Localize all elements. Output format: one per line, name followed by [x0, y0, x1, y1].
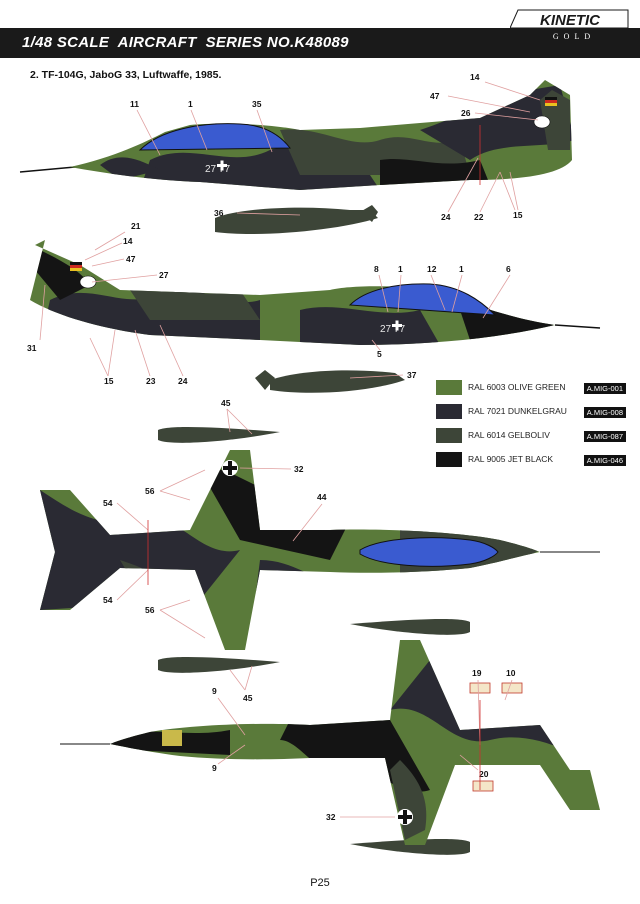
legend-code: A.MIG-008	[583, 407, 626, 418]
serial-side1: 27 77	[205, 164, 230, 175]
leader-lines	[39, 81, 541, 818]
callout-15b: 15	[104, 376, 114, 386]
callout-14b: 14	[123, 236, 133, 246]
callout-12: 12	[427, 264, 437, 274]
serial-side2: 27 77	[380, 324, 405, 335]
callouts-side1: 14 47 26 11 1 35 24 22 15 36	[130, 72, 523, 222]
side-view-left: 27 77	[19, 80, 572, 235]
brand-sub: GOLD	[553, 32, 595, 41]
callout-56b: 56	[145, 605, 155, 615]
callouts-top: 45 32 56 54 44 54 56 45	[103, 398, 327, 703]
callout-1c: 1	[459, 264, 464, 274]
callout-6: 6	[506, 264, 511, 274]
callout-24b: 24	[178, 376, 188, 386]
callout-26: 26	[461, 108, 471, 118]
kinetic-gold-logo: KINETIC GOLD	[510, 9, 629, 41]
callout-14: 14	[470, 72, 480, 82]
callout-47b: 47	[126, 254, 136, 264]
callout-32: 32	[294, 464, 304, 474]
legend-label: RAL 6003 OLIVE GREEN	[468, 382, 566, 392]
red-reference-lines	[147, 125, 481, 790]
swatch-jet-black	[436, 452, 462, 467]
legend-code: A.MIG-087	[583, 431, 626, 442]
swatch-dunkelgrau	[436, 404, 462, 419]
callout-20: 20	[479, 769, 489, 779]
callout-15: 15	[513, 210, 523, 220]
callout-19: 19	[472, 668, 482, 678]
callout-47: 47	[430, 91, 440, 101]
callout-35: 35	[252, 99, 262, 109]
callout-9b: 9	[212, 763, 217, 773]
callout-45: 45	[221, 398, 231, 408]
header-bar: 1/48 SCALE AIRCRAFT SERIES NO.K48089	[0, 28, 640, 58]
callout-56: 56	[145, 486, 155, 496]
swatch-olive-green	[436, 380, 462, 395]
callout-5: 5	[377, 349, 382, 359]
callouts-bottom: 19 10 9 9 20 32	[212, 668, 516, 822]
page-title: 1/48 SCALE AIRCRAFT SERIES NO.K48089	[22, 34, 349, 51]
callout-44: 44	[317, 492, 327, 502]
callout-32b: 32	[326, 812, 336, 822]
callout-54b: 54	[103, 595, 113, 605]
legend-label: RAL 7021 DUNKELGRAU	[468, 406, 567, 416]
callout-24: 24	[441, 212, 451, 222]
callout-22: 22	[474, 212, 484, 222]
callout-1: 1	[188, 99, 193, 109]
legend-row-gelboliv: RAL 6014 GELBOLIV A.MIG-087	[436, 428, 626, 446]
callout-31: 31	[27, 343, 37, 353]
page-number: P25	[310, 877, 330, 889]
callout-8: 8	[374, 264, 379, 274]
callout-23: 23	[146, 376, 156, 386]
legend-code: A.MIG-001	[583, 383, 626, 394]
legend-row-dunkelgrau: RAL 7021 DUNKELGRAU A.MIG-008	[436, 404, 626, 422]
callout-54: 54	[103, 498, 113, 508]
callout-1b: 1	[398, 264, 403, 274]
callout-11: 11	[130, 99, 139, 109]
legend-code: A.MIG-046	[583, 455, 626, 466]
variant-title: 2. TF-104G, JaboG 33, Luftwaffe, 1985.	[30, 69, 222, 81]
brand-name: KINETIC	[540, 12, 601, 29]
callout-37: 37	[407, 370, 417, 380]
callout-21: 21	[131, 221, 141, 231]
legend-row-olive-green: RAL 6003 OLIVE GREEN A.MIG-001	[436, 380, 626, 398]
callouts-side2: 21 14 47 27 8 1 12 1 6 31 15 23 24 5 37	[27, 221, 511, 386]
callout-27: 27	[159, 270, 169, 280]
legend-row-jet-black: RAL 9005 JET BLACK A.MIG-046	[436, 452, 626, 470]
callout-36: 36	[214, 208, 224, 218]
legend-label: RAL 6014 GELBOLIV	[468, 430, 550, 440]
callout-10: 10	[506, 668, 516, 678]
swatch-gelboliv	[436, 428, 462, 443]
callout-45b: 45	[243, 693, 253, 703]
legend-label: RAL 9005 JET BLACK	[468, 454, 554, 464]
callout-9: 9	[212, 686, 217, 696]
side-view-right: 27 77	[30, 240, 601, 393]
